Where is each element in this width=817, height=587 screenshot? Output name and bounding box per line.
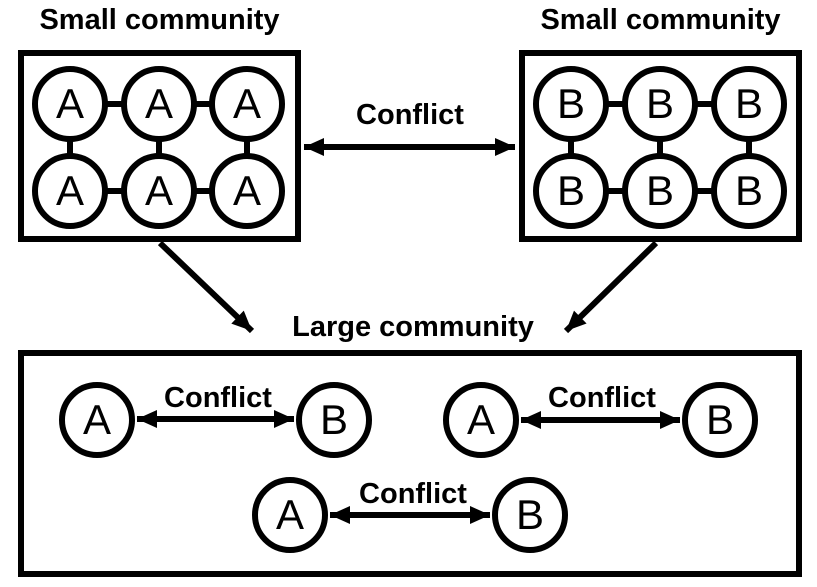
node-a: A xyxy=(209,153,285,229)
node-b: B xyxy=(711,153,787,229)
conflict-label-top: Conflict xyxy=(356,99,464,131)
node-b: B xyxy=(296,382,372,458)
merge-arrow-right xyxy=(563,240,659,334)
conflict-label-pair-2: Conflict xyxy=(548,382,656,414)
node-b: B xyxy=(682,382,758,458)
node-b: B xyxy=(533,66,609,142)
node-b: B xyxy=(711,66,787,142)
small-community-a-box xyxy=(18,50,301,242)
small-community-a-title: Small community xyxy=(39,4,280,36)
large-community-title: Large community xyxy=(292,311,534,343)
node-b: B xyxy=(622,66,698,142)
node-a: A xyxy=(252,477,328,553)
node-a: A xyxy=(32,66,108,142)
node-a: A xyxy=(32,153,108,229)
node-a: A xyxy=(121,66,197,142)
node-b: B xyxy=(533,153,609,229)
small-community-b-box xyxy=(519,50,802,242)
conflict-label-pair-3: Conflict xyxy=(359,478,467,510)
merge-arrow-left xyxy=(157,240,255,334)
node-a: A xyxy=(121,153,197,229)
large-community-box xyxy=(18,350,802,577)
node-a: A xyxy=(209,66,285,142)
node-a: A xyxy=(59,382,135,458)
node-a: A xyxy=(443,382,519,458)
conflict-label-pair-1: Conflict xyxy=(164,382,272,414)
node-b: B xyxy=(492,477,568,553)
small-community-b-title: Small community xyxy=(540,4,781,36)
node-b: B xyxy=(622,153,698,229)
